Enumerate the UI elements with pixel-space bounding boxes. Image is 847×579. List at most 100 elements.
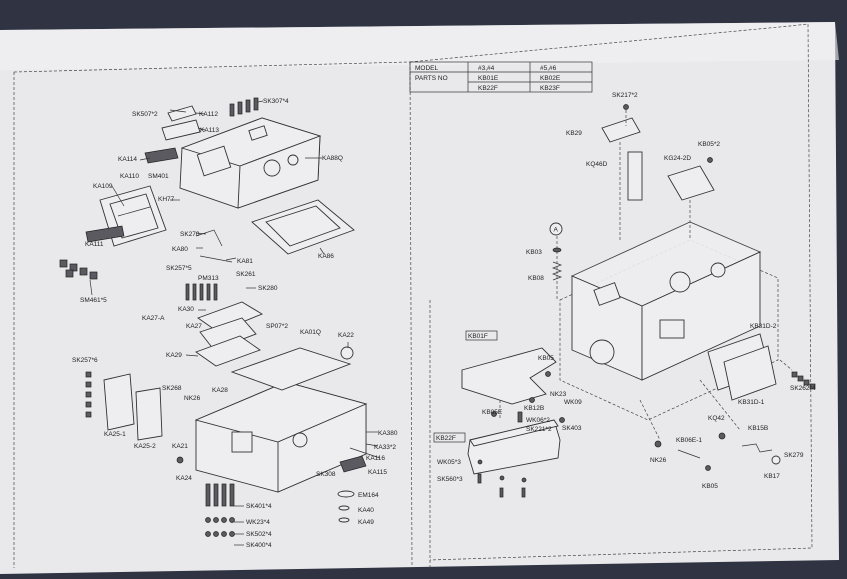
label-ka380: KA380 xyxy=(378,430,398,437)
label-sk257x5: SK257*5 xyxy=(166,265,192,272)
label-kb12b: KB12B xyxy=(524,405,544,412)
label-ka112: KA112 xyxy=(199,111,218,118)
lever-ka80 xyxy=(195,229,223,247)
plate-ka114 xyxy=(144,147,179,164)
label-sk502x4: SK502*4 xyxy=(246,531,272,538)
screws-sk560 xyxy=(477,473,526,498)
boxed-kb01f: KB01F xyxy=(468,333,488,340)
plate-ka25-2 xyxy=(135,387,163,441)
label-kb31d-2: KB31D-2 xyxy=(750,323,777,330)
label-ka115: KA115 xyxy=(368,469,387,476)
label-kb17: KB17 xyxy=(764,473,780,480)
leader-lines-left xyxy=(89,100,379,546)
label-ka49: KA49 xyxy=(358,519,374,526)
screw-kb05-bottom xyxy=(705,465,711,471)
label-kb03: KB03 xyxy=(526,249,542,256)
label-wk06x2: WK06*2 xyxy=(526,417,550,424)
label-ka27: KA27 xyxy=(186,323,202,330)
label-ka40: KA40 xyxy=(358,507,374,514)
screws-sk401 xyxy=(205,483,235,507)
table-header-56: #5,#6 xyxy=(540,65,557,72)
part-ka24 xyxy=(176,456,184,464)
label-em164: EM164 xyxy=(358,492,379,499)
part-em164 xyxy=(337,490,355,498)
part-nk23 xyxy=(529,397,535,403)
plate-ka29 xyxy=(195,335,261,367)
table-parts-no: PARTS NO xyxy=(415,75,448,82)
plate-kb31d-1 xyxy=(723,345,777,401)
marker-a-circle xyxy=(549,222,563,236)
label-sm461x5: SM461*5 xyxy=(80,297,107,304)
screws-sm461 xyxy=(59,259,98,280)
label-sk507x2: SK507*2 xyxy=(132,111,158,118)
label-sk221x2: SK221*2 xyxy=(526,426,552,433)
spring-ka81 xyxy=(199,255,233,263)
label-ka27-a: KA27-A xyxy=(142,315,165,322)
label-pm313: PM313 xyxy=(198,275,219,282)
label-ka110: KA110 xyxy=(120,173,139,180)
plate-ka25-1 xyxy=(103,373,135,431)
label-wk09: WK09 xyxy=(564,399,582,406)
table-header-34: #3,#4 xyxy=(478,65,495,72)
cover-kb22f xyxy=(467,419,561,475)
part-nk26 xyxy=(654,440,662,448)
part-kb05e xyxy=(491,411,497,417)
model-table: MODEL #3,#4 #5,#6 PARTS NO KB01E KB02E K… xyxy=(409,61,593,93)
label-nk26-right: NK26 xyxy=(650,457,667,464)
label-kg24-2d: KG24-2D xyxy=(664,155,691,162)
part-kb12b xyxy=(517,411,523,423)
boxed-kb22f: KB22F xyxy=(436,435,456,442)
boxed-kb22f-frame xyxy=(433,432,466,443)
table-header-model: MODEL xyxy=(415,65,439,72)
part-kg24-2d xyxy=(667,165,715,201)
label-ka25-1: KA25-1 xyxy=(104,431,126,438)
part-kb06e-1 xyxy=(677,449,701,459)
label-ka29: KA29 xyxy=(166,352,182,359)
label-kb08: KB08 xyxy=(528,275,544,282)
washers-wk05 xyxy=(477,459,527,483)
part-kq42 xyxy=(718,432,726,440)
label-kh77: KH77 xyxy=(158,196,175,203)
part-ka116 xyxy=(349,447,381,459)
label-wk05x3: WK05*3 xyxy=(437,459,461,466)
screw-kb05 xyxy=(707,157,713,163)
label-ka01q: KA01Q xyxy=(300,329,321,336)
label-sk560x3: SK560*3 xyxy=(437,476,463,483)
housing-ka88q xyxy=(179,117,322,209)
label-ka80: KA80 xyxy=(172,246,188,253)
label-ka109: KA109 xyxy=(93,183,113,190)
label-sk279: SK279 xyxy=(784,452,804,459)
labels-right: SK217*2 KB29 KG24-2D KB05*2 KQ46D KB03 K… xyxy=(437,92,816,490)
frame-divider xyxy=(409,61,413,569)
label-nk26: NK26 xyxy=(184,395,201,402)
label-kb05x2: KB05*2 xyxy=(698,141,720,148)
plate-ka113 xyxy=(161,119,201,141)
screws-sk262 xyxy=(791,371,816,390)
marker-a: A xyxy=(554,227,559,234)
plate-ka111 xyxy=(85,225,125,243)
label-kb05e: KB05E xyxy=(482,409,503,416)
housing-ka01q xyxy=(194,346,368,493)
label-ka21: KA21 xyxy=(172,443,188,450)
label-sp07x2: SP07*2 xyxy=(266,323,288,330)
screws-sk257 xyxy=(85,371,92,418)
table-cell-kb01e: KB01E xyxy=(478,75,499,82)
label-sk400x4: SK400*4 xyxy=(246,542,272,549)
bracket-kq46d xyxy=(627,151,643,201)
cover-kb01f xyxy=(461,347,557,405)
screw-kb05-mid xyxy=(545,371,551,377)
label-sk217x2: SK217*2 xyxy=(612,92,638,99)
label-ka114: KA114 xyxy=(118,156,137,163)
label-wk23x4: WK23*4 xyxy=(246,519,270,526)
label-ka81: KA81 xyxy=(237,258,253,265)
table-cell-kb22f: KB22F xyxy=(478,85,498,92)
label-sk280: SK280 xyxy=(258,285,278,292)
label-ka28: KA28 xyxy=(212,387,228,394)
table-cell-kb23f: KB23F xyxy=(540,85,560,92)
label-sk257x6: SK257*6 xyxy=(72,357,98,364)
label-ka33x2: KA33*2 xyxy=(374,444,396,451)
spring-kb08 xyxy=(552,261,562,281)
plate-ka112 xyxy=(167,105,197,122)
label-kb15b: KB15B xyxy=(748,425,768,432)
